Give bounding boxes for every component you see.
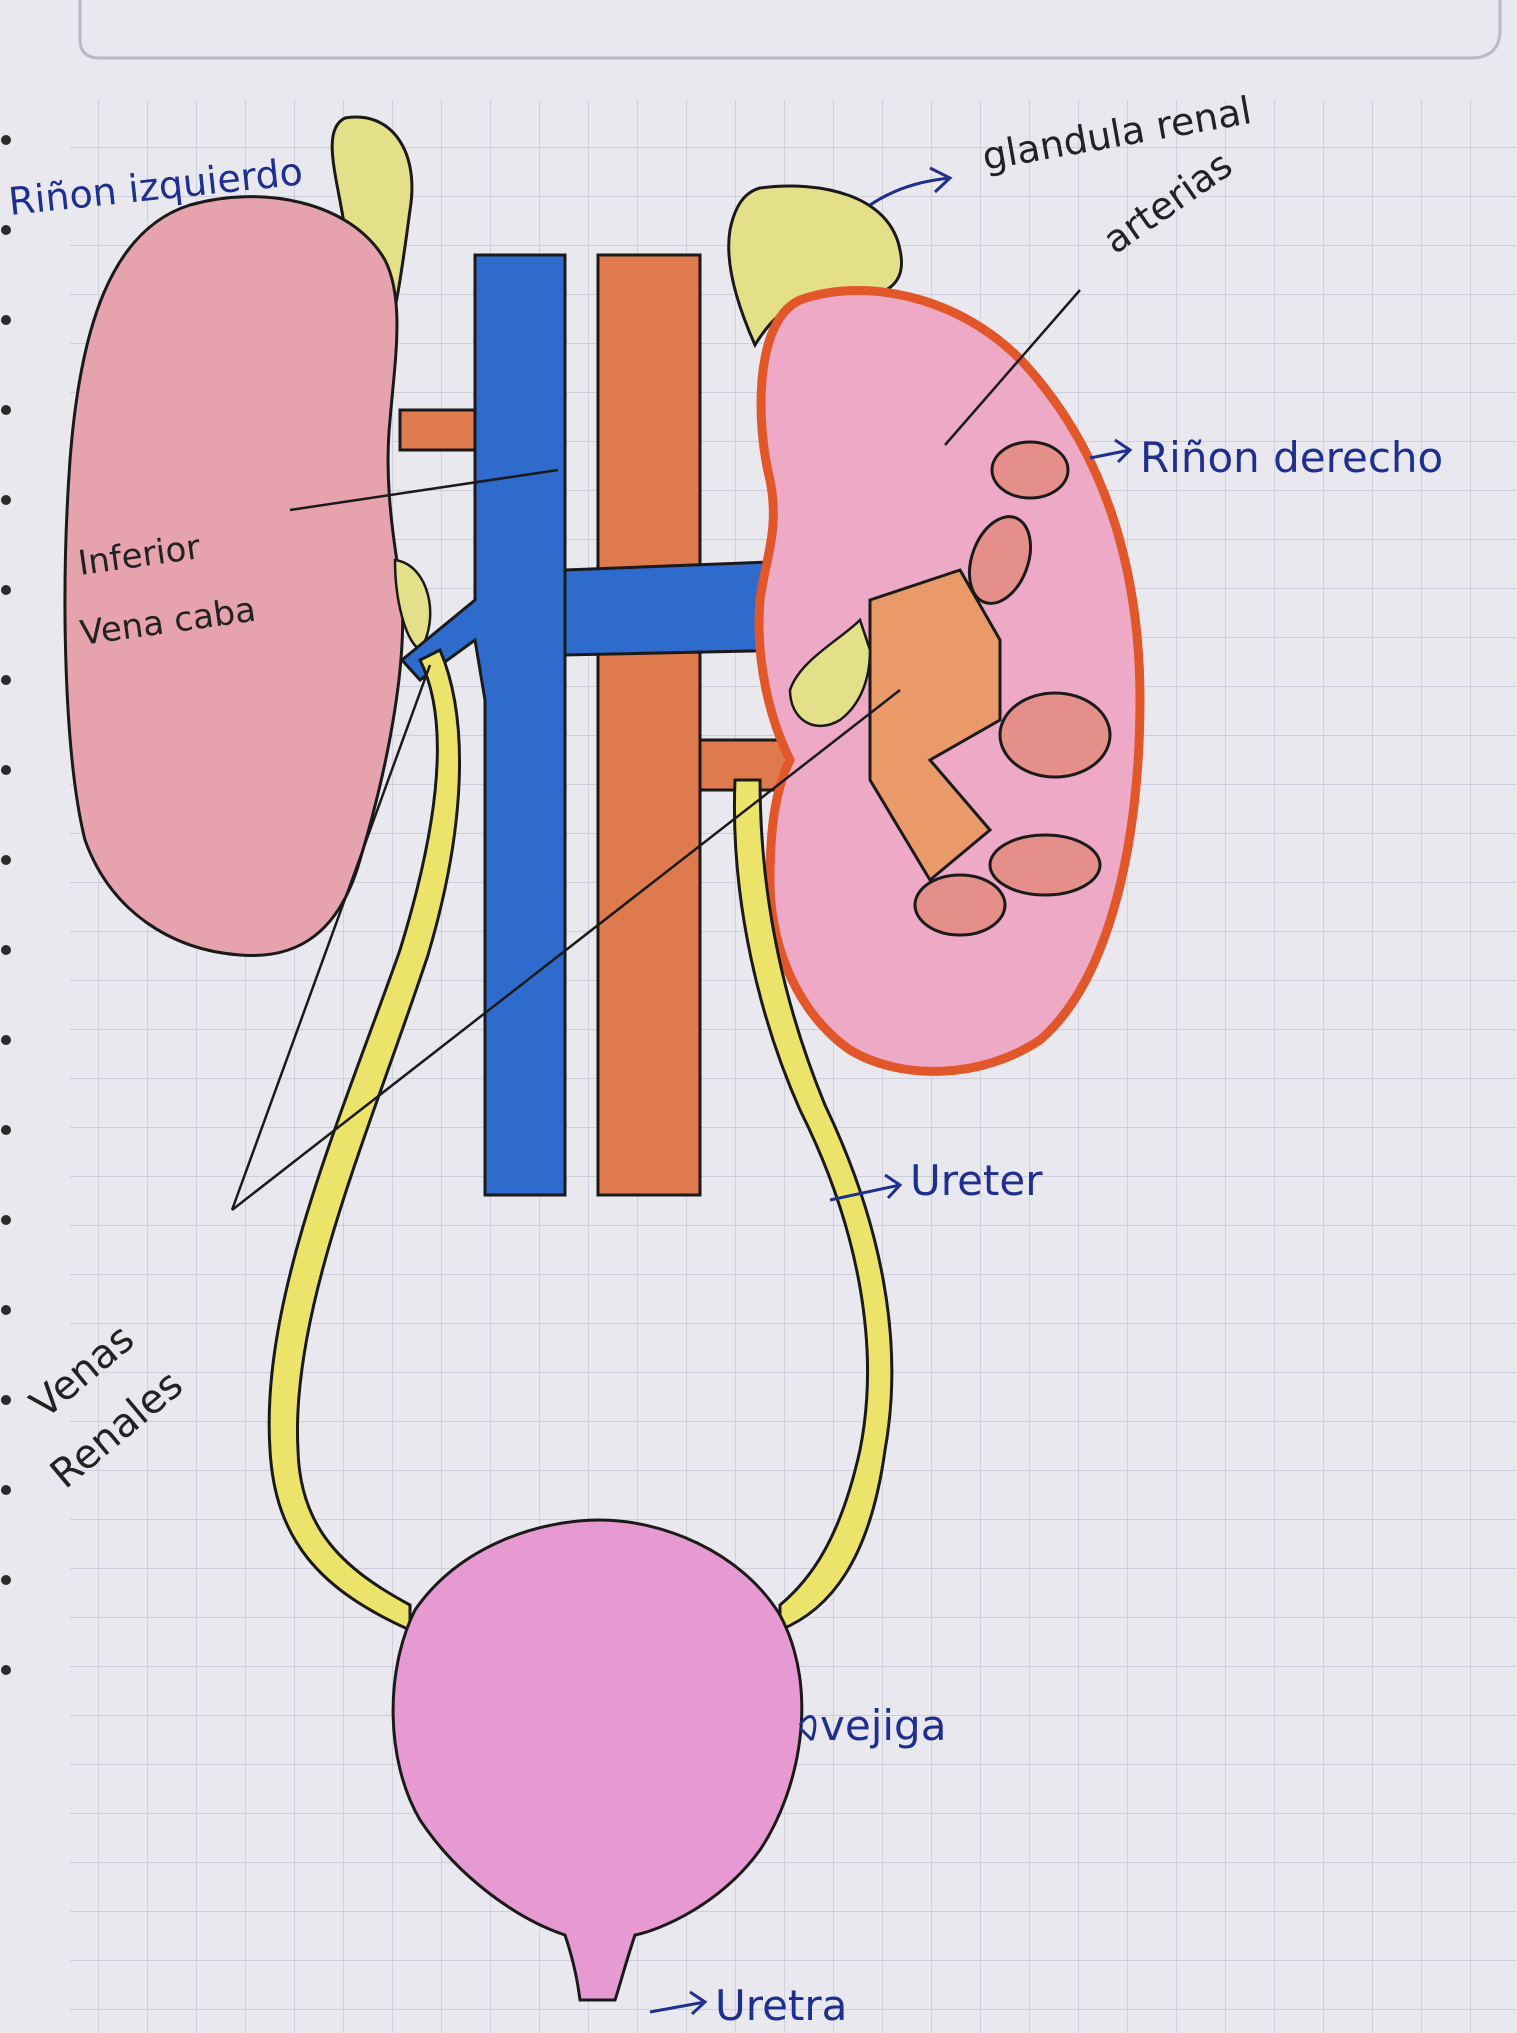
label-ureter: Ureter [910,1156,1043,1205]
calyx-3 [1000,693,1110,777]
calyx-1 [992,442,1068,498]
label-rinon-derecho: Riñon derecho [1140,433,1443,482]
label-uretra: Uretra [715,1981,847,2030]
calyx-4 [990,835,1100,895]
calyx-5 [915,875,1005,935]
aorta [598,255,700,1195]
label-vejiga: vejiga [820,1701,946,1750]
left-renal-artery [400,410,480,450]
